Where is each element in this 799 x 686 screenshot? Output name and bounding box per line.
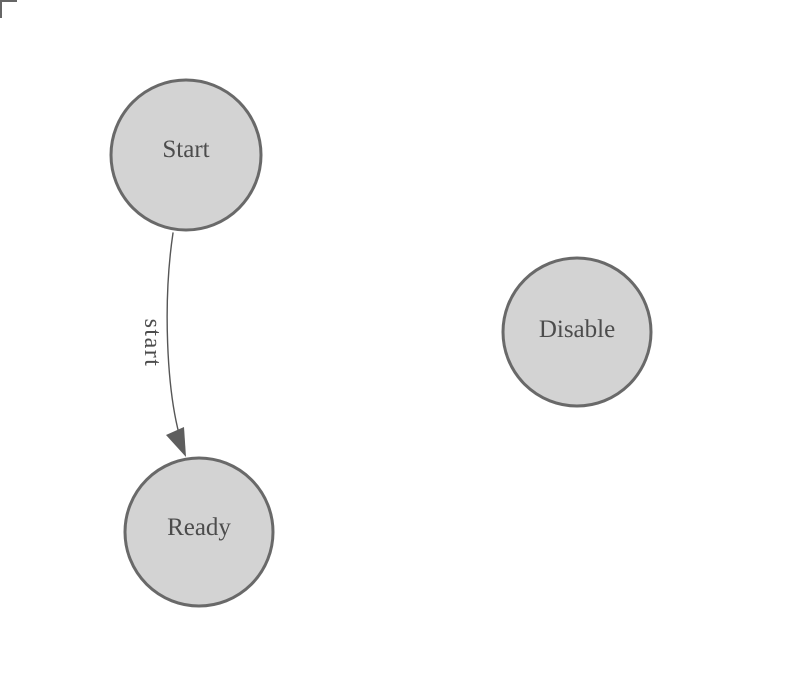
- edge-start-to-ready[interactable]: start: [139, 232, 186, 457]
- node-start-circle[interactable]: [109, 78, 263, 232]
- arrowhead-icon: [166, 427, 186, 457]
- node-disable-circle[interactable]: [501, 256, 653, 408]
- viewport-corner-marker: [0, 0, 17, 18]
- node-ready-circle[interactable]: [123, 456, 275, 608]
- node-ready-label: Ready: [167, 514, 231, 541]
- node-ready[interactable]: Ready: [123, 456, 275, 608]
- node-disable[interactable]: Disable: [501, 256, 653, 408]
- node-start[interactable]: Start: [109, 78, 263, 232]
- transition-path[interactable]: [166, 232, 182, 442]
- edge-label-start: start: [139, 319, 165, 368]
- node-start-label: Start: [162, 136, 209, 163]
- node-disable-label: Disable: [539, 316, 615, 343]
